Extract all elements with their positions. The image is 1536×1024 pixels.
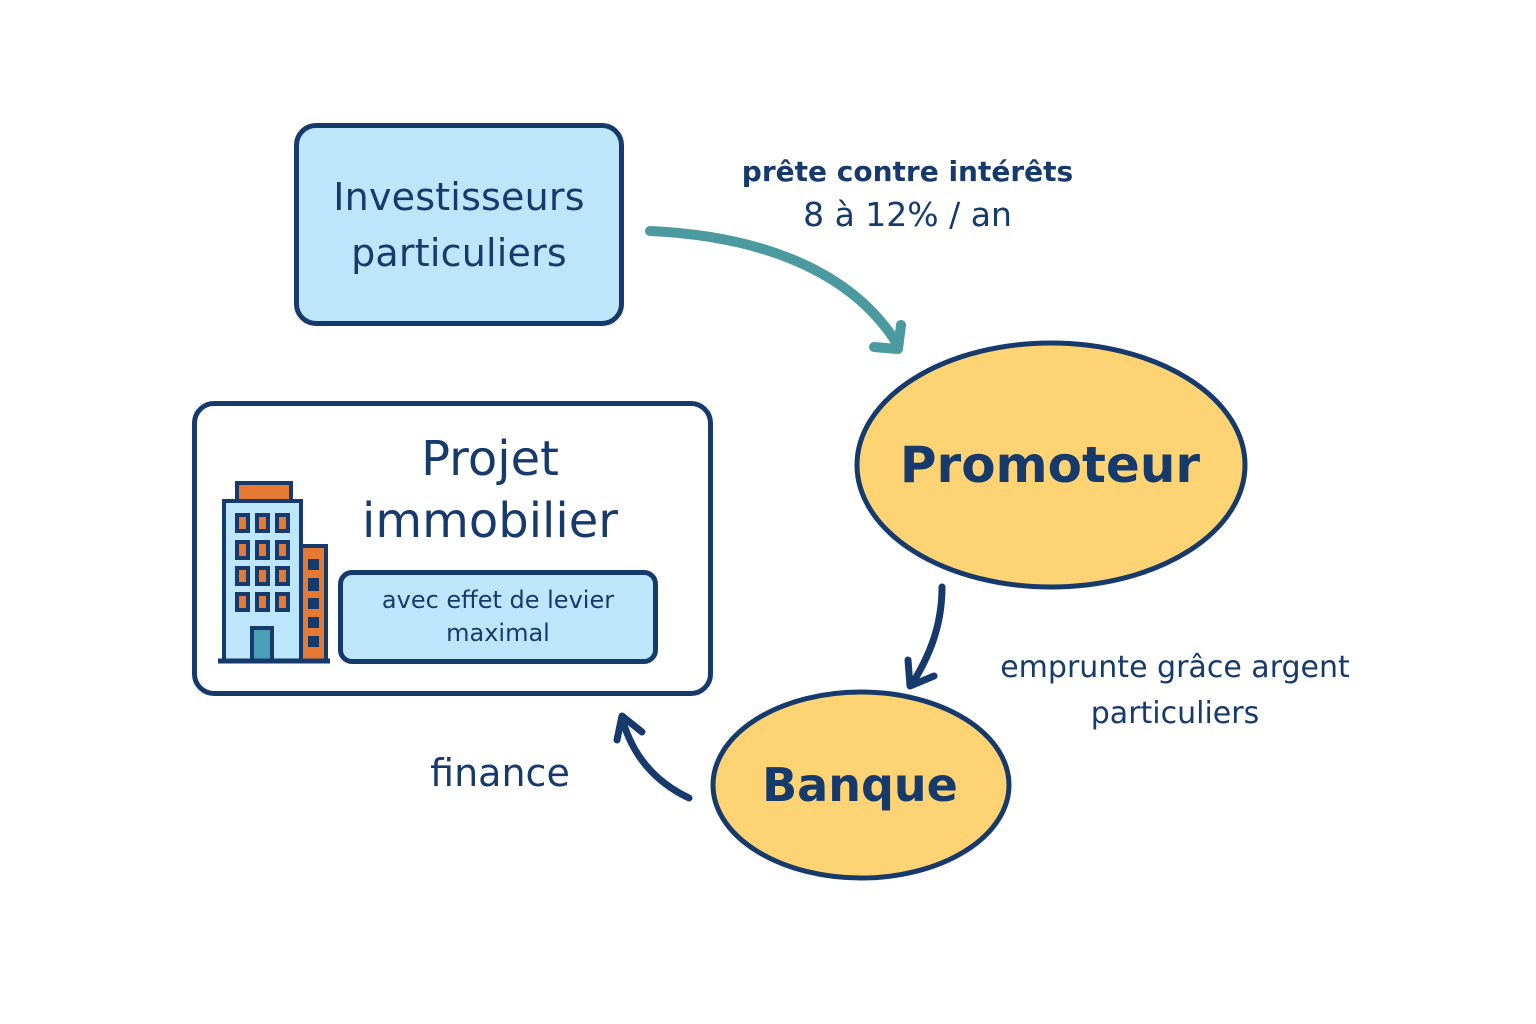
leverage-label-line1: avec effet de levier (381, 586, 615, 614)
project-title-line1: Projet (421, 431, 559, 487)
leverage-badge-label: avec effet de levier maximal (382, 584, 614, 650)
borrow-label-line2: particuliers (1090, 696, 1260, 731)
investors-node-label: Investisseurs particuliers (333, 169, 585, 281)
building-window (235, 540, 250, 560)
edge-label-borrow: emprunte grâce argent particuliers (975, 645, 1375, 737)
promoter-node-shape (854, 340, 1248, 590)
building-window (235, 566, 250, 586)
investors-label-line1: Investisseurs (333, 174, 585, 219)
building-window (275, 592, 290, 612)
borrow-label-line1: emprunte grâce argent (1000, 650, 1350, 685)
edge-label-lend: prête contre intérêts 8 à 12% / an (700, 152, 1115, 238)
bank-node-label: Banque (762, 758, 958, 812)
building-window (255, 566, 270, 586)
edge-label-finance: finance (430, 751, 570, 795)
project-title-line2: immobilier (362, 493, 618, 549)
building-window (235, 513, 250, 533)
building-window (275, 540, 290, 560)
leverage-badge: avec effet de levier maximal (338, 570, 658, 664)
arrow-promoter-to-bank (904, 583, 946, 690)
lend-rate-label: 8 à 12% / an (803, 195, 1012, 234)
building-window (255, 540, 270, 560)
bank-node-shape (710, 689, 1012, 881)
building-window (255, 513, 270, 533)
leverage-label-line2: maximal (446, 619, 550, 647)
lend-label-line1: prête contre intérêts (741, 155, 1074, 188)
promoter-node-label: Promoteur (899, 436, 1201, 494)
arrow-investors-to-promoter (645, 226, 906, 354)
arrow-bank-to-project (613, 712, 693, 802)
building-window (255, 592, 270, 612)
investors-label-line2: particuliers (351, 230, 567, 275)
building-window (275, 566, 290, 586)
building-window (275, 513, 290, 533)
building-window (235, 592, 250, 612)
investors-node: Investisseurs particuliers (294, 123, 624, 326)
project-node-title: Projet immobilier (360, 428, 620, 552)
